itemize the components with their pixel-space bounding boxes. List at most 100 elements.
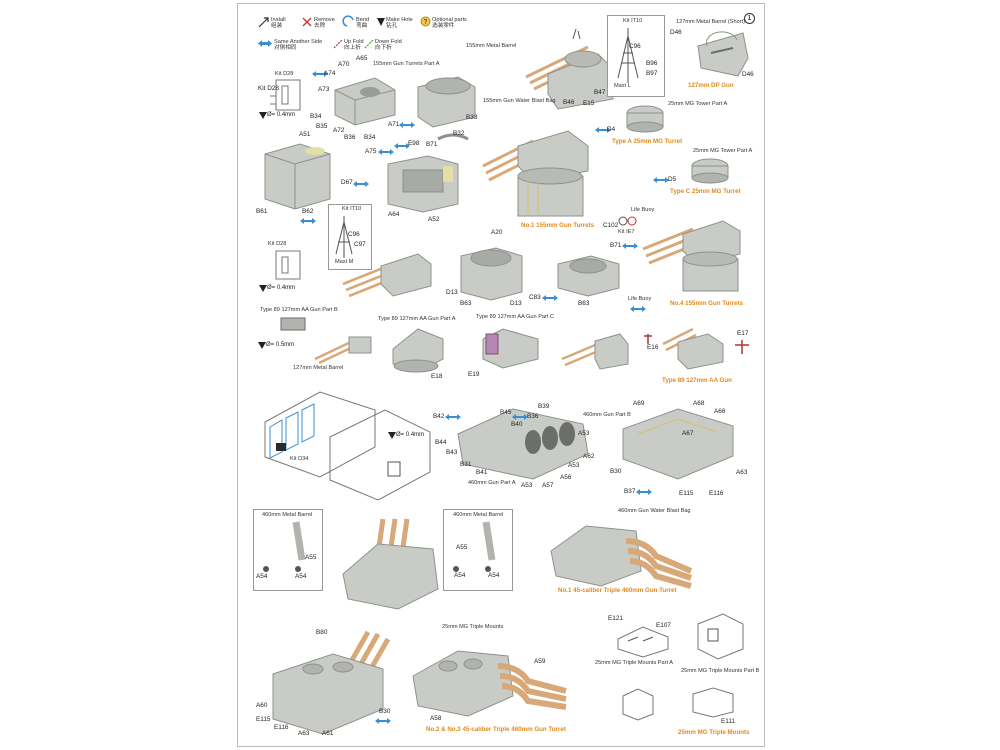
part-b63-left: B63 <box>460 300 472 307</box>
part-b80: B80 <box>316 629 328 636</box>
drill-icon <box>377 18 385 26</box>
mast-drawing <box>617 28 639 83</box>
legend-down-fold: Down Fold <box>375 39 402 45</box>
same-side-icon <box>258 40 272 47</box>
part-e115-b: E115 <box>256 716 271 723</box>
part-b34-right: B34 <box>364 134 376 141</box>
part-e116-b: E116 <box>274 724 289 731</box>
part-a73: A73 <box>318 86 330 93</box>
part-a55-b: A55 <box>456 544 468 551</box>
part-b44: B44 <box>435 439 447 446</box>
drill-icon-2 <box>259 285 267 292</box>
part-e18: E18 <box>431 373 443 380</box>
t89-part-a-drawing <box>392 328 444 373</box>
label-mast-l: Mast L <box>614 83 631 89</box>
mg-assembled-b-drawing <box>692 687 734 718</box>
kit-it10-box-2 <box>328 204 372 270</box>
turret-base-a20-drawing <box>460 247 523 301</box>
t89-part-b-drawing <box>280 317 306 331</box>
part-a51: A51 <box>299 131 311 138</box>
label-life-buoy-2: Life Buoy <box>628 296 652 302</box>
label-mast-m: Mast M <box>335 259 354 265</box>
label-mg-triple: 25mm MG Triple Mounts <box>442 624 504 630</box>
part-a59: A59 <box>534 658 546 665</box>
kit-d28-mid-drawing <box>275 250 301 280</box>
dim-d4: Ø= 0.4mm <box>396 432 425 438</box>
label-127-short: 127mm Metal Barrel (Short) <box>676 19 746 25</box>
turret-460-center-drawing <box>342 518 439 610</box>
page-number: 1 <box>744 13 755 24</box>
part-b46: B46 <box>563 99 575 106</box>
turret-155-no1-drawing <box>482 130 589 217</box>
legend-optional: Optional parts <box>432 17 467 23</box>
label-460-part-b: 460mm Gun Part B <box>583 412 631 418</box>
part-a65: A65 <box>356 55 368 62</box>
same-side-arrow-10 <box>630 306 646 312</box>
down-fold-icon <box>364 39 374 49</box>
part-b71-top: B71 <box>426 141 438 148</box>
legend-up-fold-zh: 向上折 <box>344 45 361 52</box>
legend-remove: Remove <box>314 17 335 23</box>
label-460-barrel-left: 460mm Metal Barrel <box>262 512 313 518</box>
legend-bend-zh: 弯曲 <box>356 23 368 30</box>
legend-make-hole-zh: 钻孔 <box>386 23 398 30</box>
part-b42: B42 <box>433 413 445 420</box>
caption-no4-155: No.4 155mm Gun Turrets <box>670 300 744 307</box>
part-e115-a: E115 <box>679 490 694 497</box>
label-kit-ie7: Kit IE7 <box>618 229 635 235</box>
part-a54-c: A54 <box>454 572 466 579</box>
legend-install: Install <box>271 17 286 23</box>
type-a-mg-drawing <box>626 105 664 133</box>
svg-text:?: ? <box>424 19 428 26</box>
caption-type-c: Type C 25mm MG Turret <box>670 188 741 195</box>
turret-155-no4-drawing <box>642 220 741 292</box>
legend-same-side: Same Another Side <box>274 39 323 45</box>
drill-icon-1 <box>259 112 267 119</box>
label-460-barrel-right: 460mm Metal Barrel <box>453 512 504 518</box>
label-mg-part-a: 25mm MG Triple Mounts Part A <box>595 660 674 666</box>
barrel-460-right-drawing <box>453 521 496 572</box>
barrel-460-box-left <box>253 509 323 591</box>
legend-optional-zh: 选装零件 <box>432 23 455 30</box>
same-side-arrow-11 <box>622 243 638 249</box>
turret-460-lower-left-drawing <box>272 630 391 735</box>
part-b61: B61 <box>256 208 268 215</box>
d34-marker <box>276 443 286 451</box>
turret-460-no23-drawing <box>412 650 567 717</box>
part-d5: D5 <box>668 176 677 183</box>
same-side-arrow-6 <box>353 181 369 187</box>
label-155-turret-a: 155mm Gun Turrets Part A <box>373 61 440 67</box>
turret-155-parts-drawing <box>334 77 396 126</box>
legend-up-fold: Up Fold <box>344 39 364 45</box>
turret-460-no1-drawing <box>550 525 693 589</box>
part-d46-top: D46 <box>670 29 682 36</box>
part-a54-d: A54 <box>488 572 500 579</box>
part-d13-right: D13 <box>510 300 522 307</box>
part-b45: B45 <box>500 409 512 416</box>
dim-d2: Ø= 0.4mm <box>267 285 296 291</box>
t89-final-drawing <box>644 327 724 370</box>
part-b41: B41 <box>476 469 488 476</box>
turret-base-b63-drawing <box>557 255 620 297</box>
optional-icon: ? <box>420 16 431 27</box>
part-e17: E17 <box>737 330 749 337</box>
install-icon <box>258 17 269 28</box>
legend-remove-zh: 去除 <box>314 23 326 30</box>
type-c-mg-drawing <box>691 158 729 184</box>
part-a57: A57 <box>542 482 554 489</box>
label-t89-c: Type 89 127mm AA Gun Part C <box>476 314 555 320</box>
gun460-part-b-drawing <box>622 408 734 480</box>
label-460-blast: 460mm Gun Water Blast Bag <box>618 508 691 514</box>
part-e116-a: E116 <box>709 490 724 497</box>
label-t89-b: Type 89 127mm AA Gun Part B <box>260 307 338 313</box>
part-b36: B36 <box>344 134 356 141</box>
legend-same-side-zh: 对侧相同 <box>274 45 297 52</box>
part-d28-mark: Kit D28 <box>258 85 279 92</box>
caption-no1-155: No.1 155mm Gun Turrets <box>521 222 595 229</box>
same-side-arrow-14 <box>636 489 652 495</box>
part-a68: A68 <box>693 400 705 407</box>
part-b34-left: B34 <box>310 113 322 120</box>
drill-icon-4 <box>388 432 396 439</box>
label-460-part-a: 460mm Gun Part A <box>468 480 516 486</box>
